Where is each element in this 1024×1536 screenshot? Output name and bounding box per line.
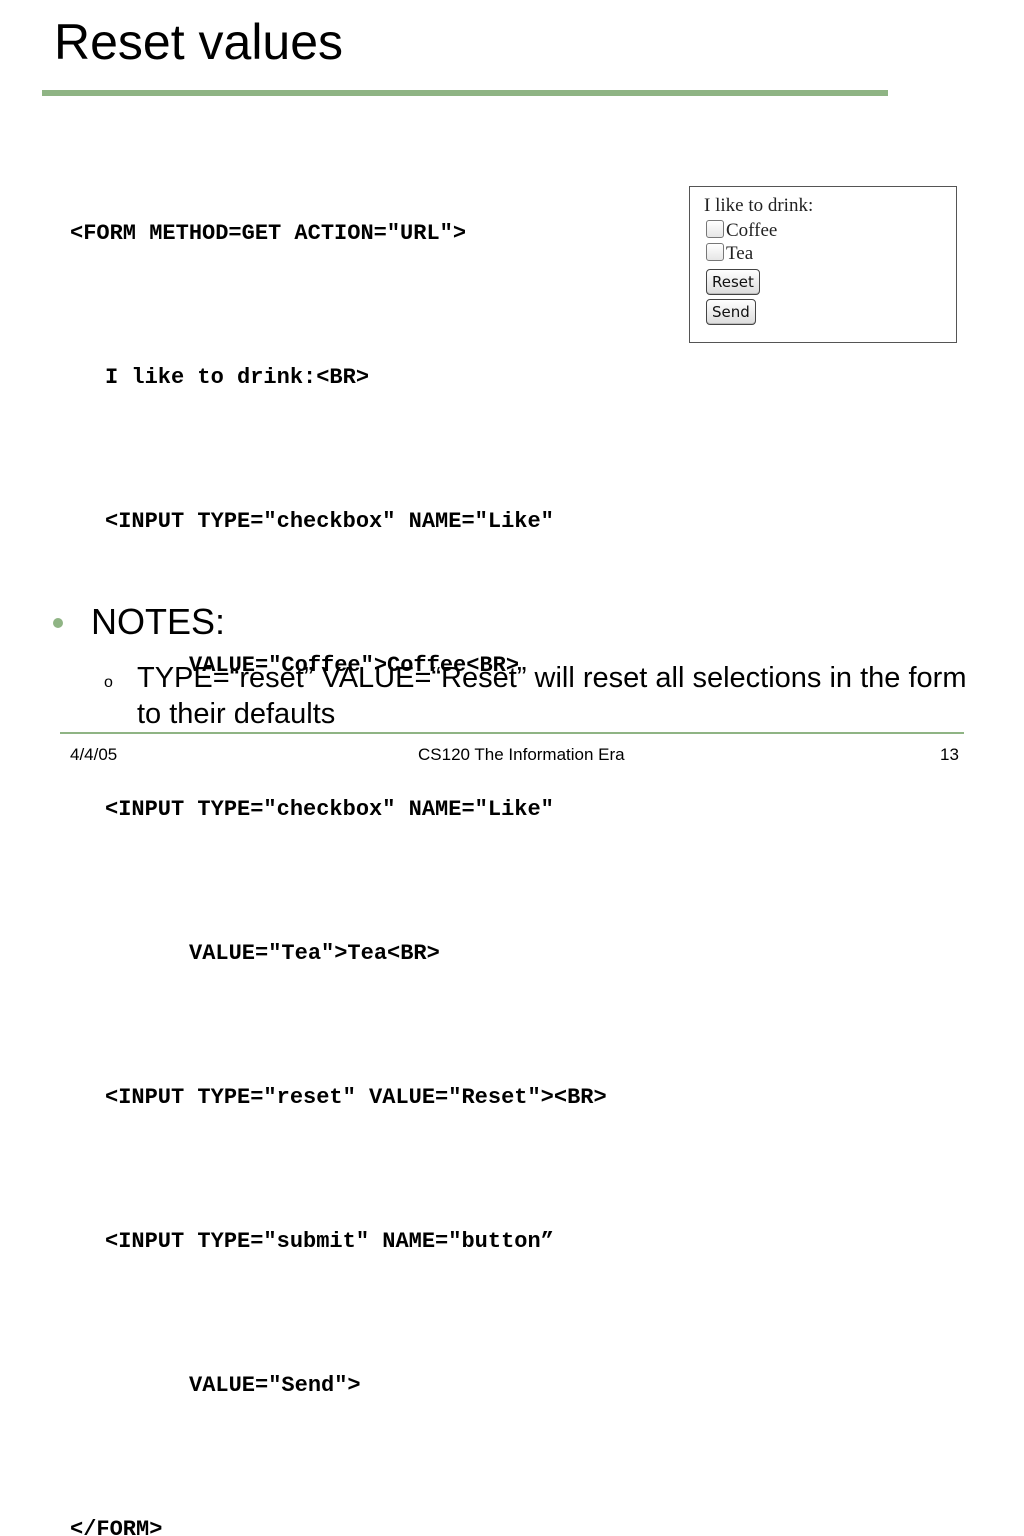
code-line: <INPUT TYPE="checkbox" NAME="Like": [105, 797, 554, 822]
code-block: <FORM METHOD=GET ACTION="URL"> I like to…: [70, 114, 607, 1536]
sub-bullet-marker: o: [104, 674, 113, 691]
footer-page-number: 13: [940, 745, 959, 764]
send-button[interactable]: Send: [706, 299, 756, 325]
note-text: TYPE=“reset” VALUE=“Reset” will reset al…: [137, 662, 967, 730]
code-line: <FORM METHOD=GET ACTION="URL">: [70, 221, 467, 246]
reset-button[interactable]: Reset: [706, 269, 760, 295]
tea-checkbox[interactable]: [706, 243, 724, 261]
tea-option: Tea: [706, 243, 753, 265]
code-line: </FORM>: [70, 1517, 163, 1536]
notes-heading: NOTES:: [91, 601, 226, 642]
bullet-dot-icon: [53, 618, 63, 628]
code-line: I like to drink:<BR>: [105, 365, 370, 390]
demo-prompt: I like to drink:: [704, 195, 814, 216]
form-demo-screenshot: I like to drink: Coffee Tea Reset Send: [689, 186, 957, 343]
code-line: VALUE="Coffee">Coffee<BR>: [189, 653, 520, 678]
code-line: <INPUT TYPE="checkbox" NAME="Like": [105, 509, 554, 534]
code-line: <INPUT TYPE="submit" NAME="button”: [105, 1229, 554, 1254]
coffee-checkbox[interactable]: [706, 220, 724, 238]
code-line: VALUE="Send">: [189, 1373, 361, 1398]
footer-date: 4/4/05: [70, 745, 118, 764]
tea-label: Tea: [726, 243, 754, 264]
footer-course: CS120 The Information Era: [418, 745, 625, 764]
title-underline: [42, 90, 888, 96]
slide-title: Reset values: [54, 14, 344, 70]
code-line: VALUE="Tea">Tea<BR>: [189, 941, 440, 966]
coffee-label: Coffee: [726, 220, 778, 241]
code-line: <INPUT TYPE="reset" VALUE="Reset"><BR>: [105, 1085, 607, 1110]
coffee-option: Coffee: [706, 220, 777, 242]
footer-rule: [60, 732, 964, 734]
